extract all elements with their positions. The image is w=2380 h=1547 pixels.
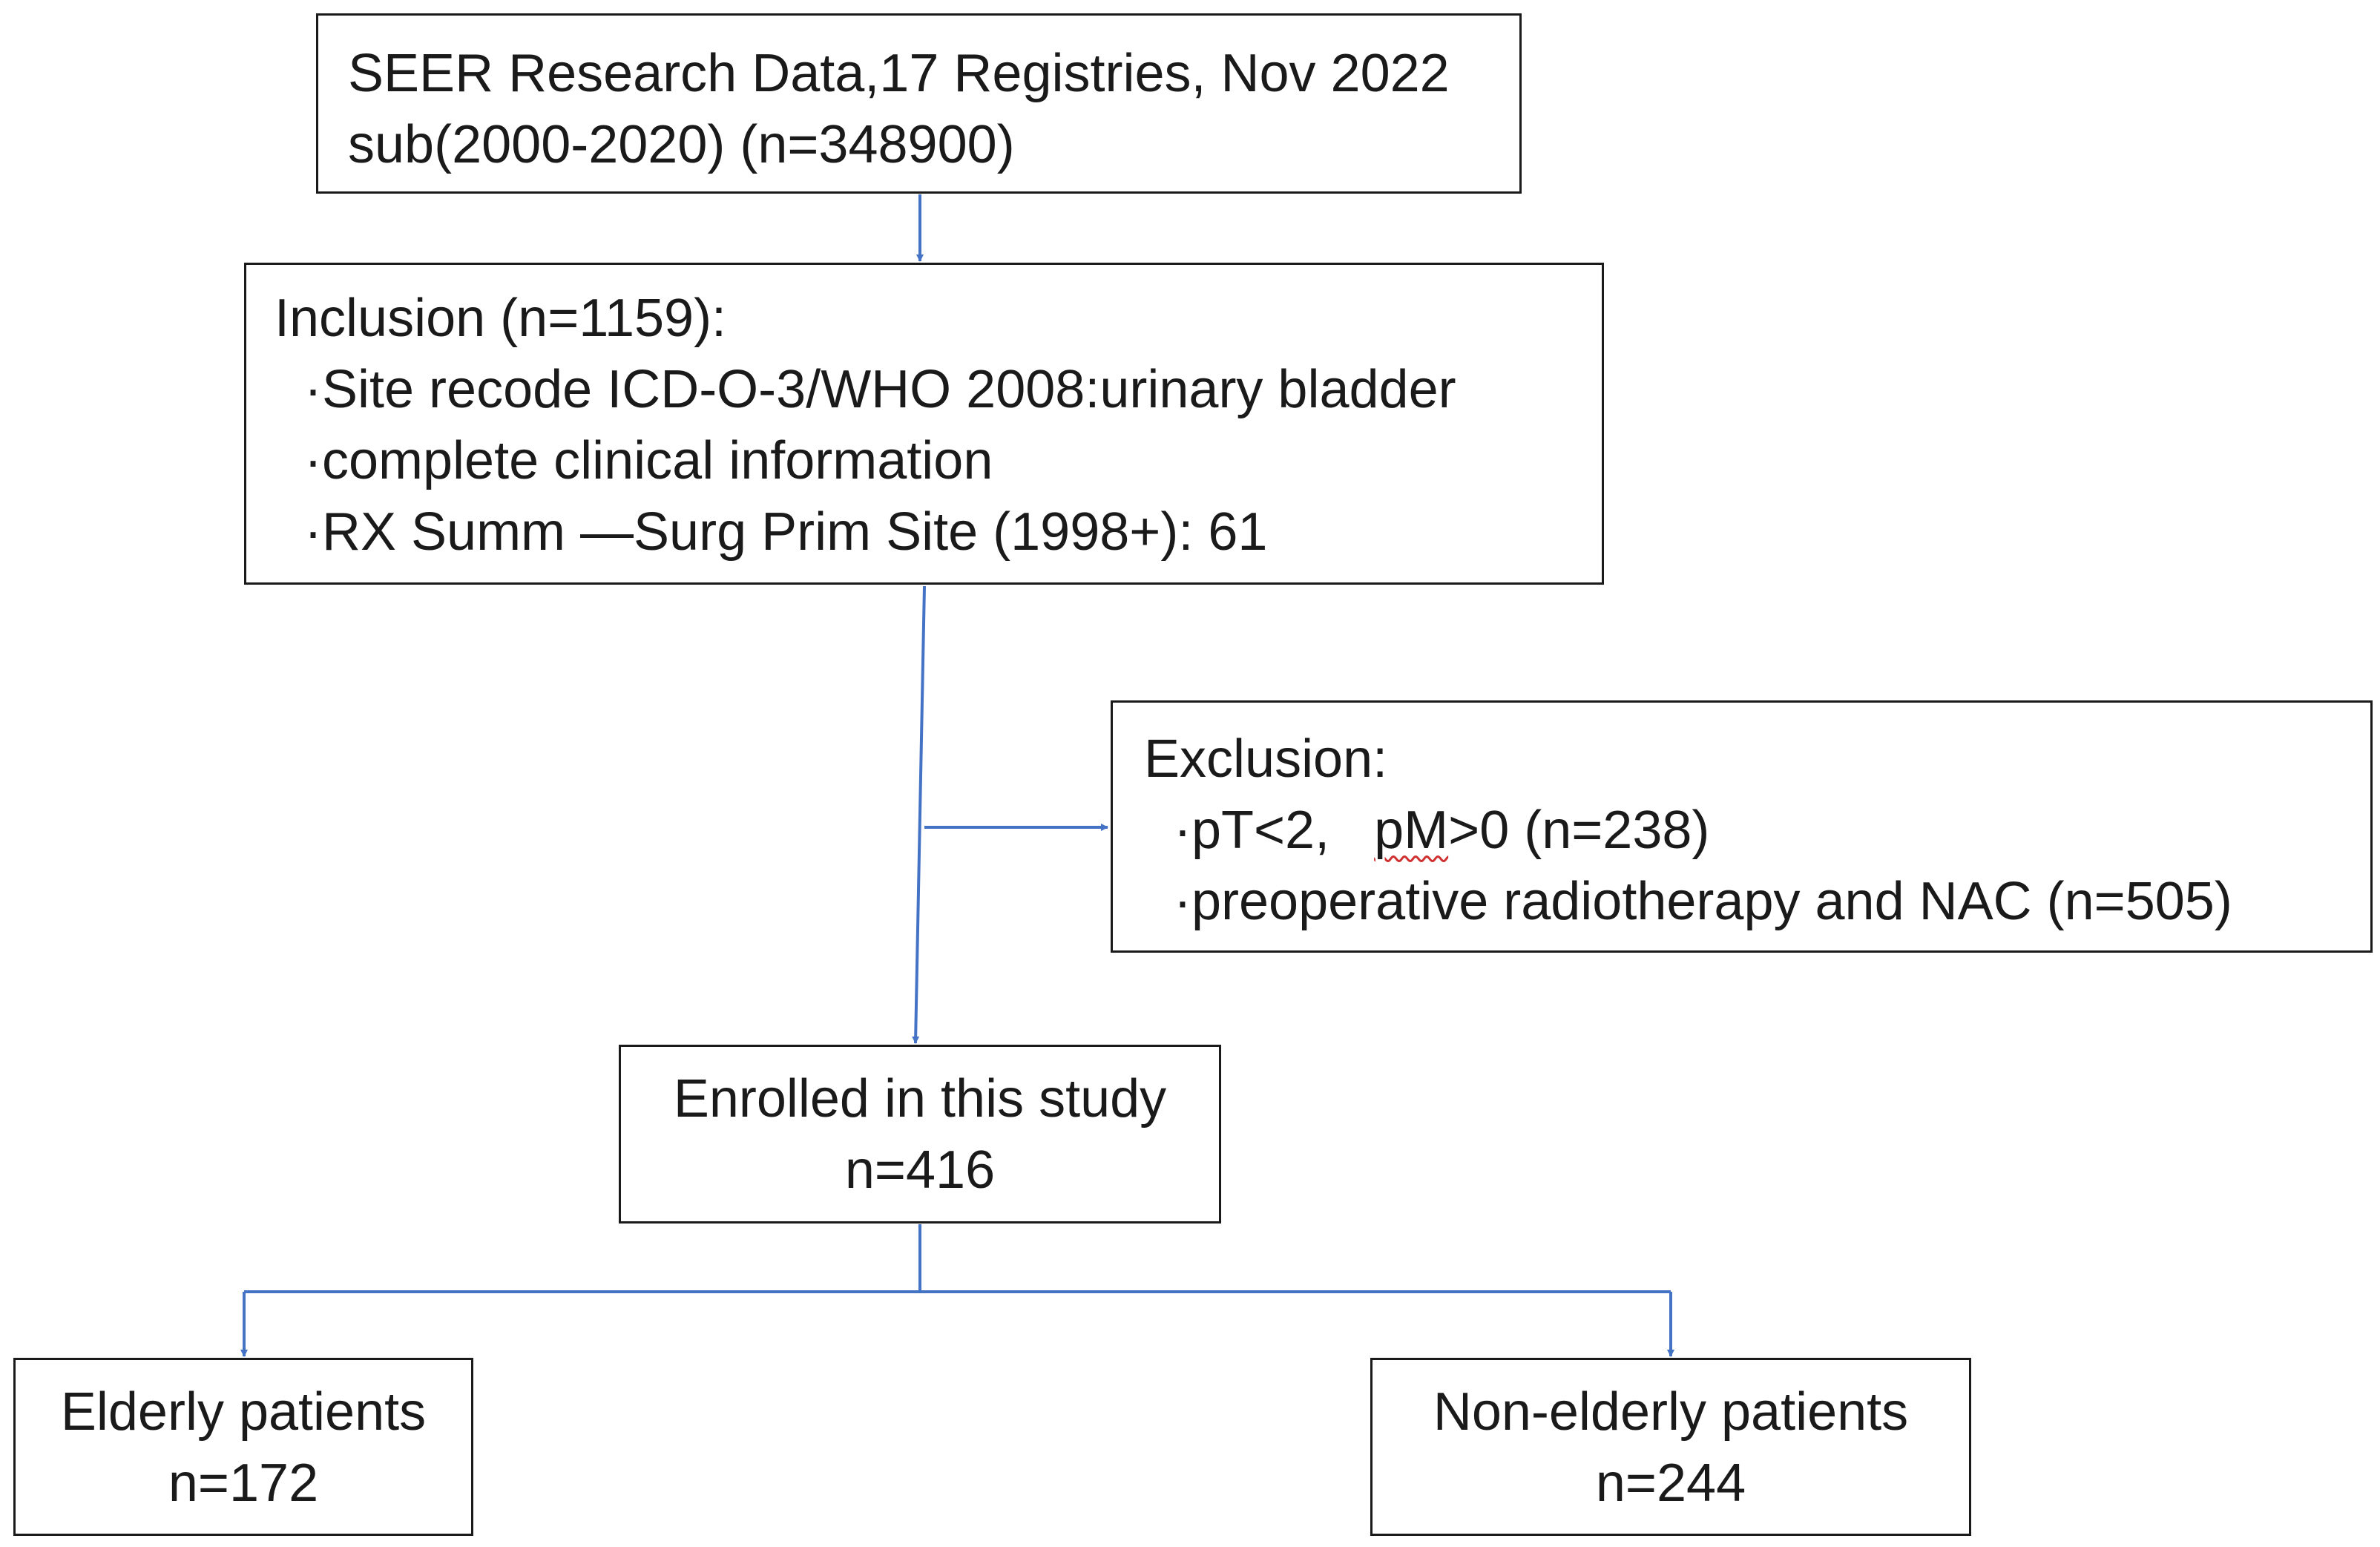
exclusion-title: Exclusion: bbox=[1144, 729, 1388, 789]
split-connector bbox=[244, 1224, 921, 1293]
exclusion-box: Exclusion: ·pT<2, pM>0 (n=238) ·preopera… bbox=[1111, 700, 2373, 953]
exclusion-item-preop: ·preoperative radiotherapy and NAC (n=50… bbox=[1174, 872, 2232, 931]
exclusion-item-1-suffix: >0 (n=238) bbox=[1448, 801, 1710, 860]
source-line-2: sub(2000-2020) (n=348900) bbox=[348, 115, 1015, 174]
nonelderly-line-1: Non-elderly patients bbox=[1433, 1382, 1909, 1442]
inclusion-box: Inclusion (n=1159): ·Site recode ICD-O-3… bbox=[244, 263, 1604, 585]
enrolled-line-1: Enrolled in this study bbox=[673, 1069, 1167, 1129]
inclusion-item: ·Site recode ICD-O-3/WHO 2008:urinary bl… bbox=[304, 360, 1456, 419]
exclusion-item-1-prefix: ·pT<2, bbox=[1174, 801, 1375, 860]
elderly-count: n=172 bbox=[168, 1454, 319, 1513]
exclusion-item-pt-pm: ·pT<2, pM>0 (n=238) bbox=[1144, 795, 2370, 866]
inclusion-item: ·RX Summ —Surg Prim Site (1998+): 61 bbox=[304, 502, 1268, 562]
source-line-1: SEER Research Data,17 Registries, Nov 20… bbox=[348, 44, 1450, 103]
inclusion-item: ·complete clinical information bbox=[304, 431, 993, 490]
inclusion-title: Inclusion (n=1159): bbox=[275, 289, 727, 348]
arrow-inclusion-to-enrolled bbox=[912, 585, 926, 1044]
exclusion-item-1-pm: pM bbox=[1374, 801, 1449, 860]
source-box: SEER Research Data,17 Registries, Nov 20… bbox=[316, 13, 1522, 194]
elderly-box: Elderly patients n=172 bbox=[13, 1358, 473, 1536]
nonelderly-count: n=244 bbox=[1595, 1454, 1746, 1513]
nonelderly-box: Non-elderly patients n=244 bbox=[1370, 1358, 1971, 1536]
enrolled-box: Enrolled in this study n=416 bbox=[619, 1045, 1221, 1224]
elderly-line-1: Elderly patients bbox=[60, 1382, 427, 1442]
enrolled-count: n=416 bbox=[844, 1140, 996, 1200]
